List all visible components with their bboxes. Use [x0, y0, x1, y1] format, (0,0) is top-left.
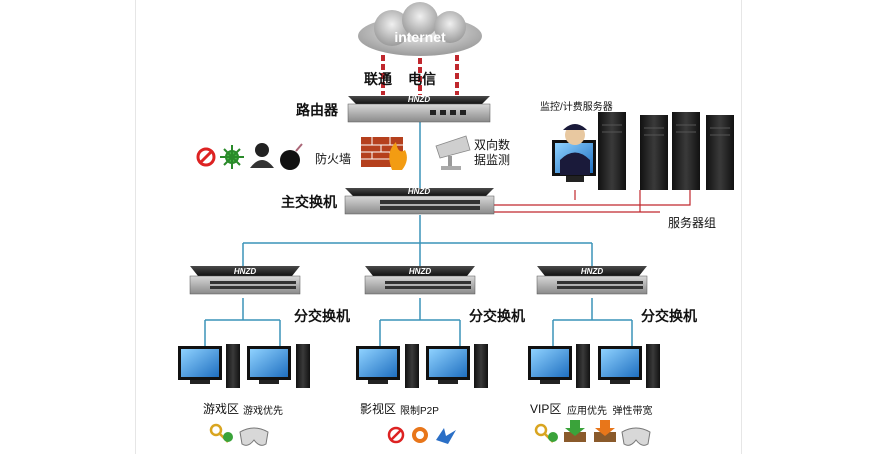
- forbidden-icon: [387, 426, 405, 444]
- wan-links: [381, 55, 459, 95]
- movie-zone-icons: [387, 426, 456, 444]
- isp-unicom-label: 联通: [364, 71, 392, 87]
- zone-2-policy: 限制P2P: [400, 406, 439, 417]
- branch-2-brand: HNZD: [409, 267, 431, 276]
- billing-label: 监控/计费服务器: [540, 102, 613, 113]
- download-orange-icon: [594, 420, 616, 442]
- internet-cloud: [358, 2, 482, 56]
- branch-1-switch-label: 分交换机: [294, 308, 350, 324]
- bird-app-icon: [436, 428, 456, 444]
- firewall-icon: [361, 137, 407, 170]
- zone-2-label: 影视区: [360, 402, 397, 416]
- core-switch-device: [344, 188, 495, 215]
- zone-1-policy: 游戏优先: [243, 406, 283, 417]
- router-brand: HNZD: [408, 95, 430, 104]
- router-device: [347, 96, 491, 123]
- server-links: [494, 190, 691, 213]
- left-frame-line: [135, 0, 136, 454]
- pc-group-3: [528, 344, 660, 388]
- right-frame-line: [741, 0, 742, 454]
- gamepad-icon: [621, 427, 651, 446]
- download-green-icon: [564, 420, 586, 442]
- branch-1-brand: HNZD: [234, 267, 256, 276]
- bomb-icon: [280, 143, 303, 170]
- monitor-label: 双向数 据监测: [474, 138, 510, 168]
- key-check-icon: [534, 423, 558, 443]
- core-switch-brand: HNZD: [408, 187, 430, 196]
- virus-icon: [220, 145, 244, 169]
- branch-3-switch-label: 分交换机: [641, 308, 697, 324]
- branch-3-brand: HNZD: [581, 267, 603, 276]
- core-switch-label: 主交换机: [281, 194, 337, 210]
- key-check-icon: [209, 423, 233, 443]
- zone-3-label: VIP区: [530, 402, 562, 416]
- monitor-label-line1: 双向数: [474, 138, 511, 152]
- game-zone-icons: [209, 423, 269, 446]
- server-towers: [598, 112, 734, 190]
- isp-telecom-label: 电信: [408, 71, 436, 87]
- branch-2-switch-label: 分交换机: [469, 308, 525, 324]
- firewall-label: 防火墙: [315, 152, 352, 166]
- zone-3-policy: 应用优先 弹性带宽: [567, 406, 653, 417]
- lan-links: [204, 122, 633, 350]
- branch-switch-1: [189, 266, 301, 295]
- hacker-icon: [250, 143, 274, 168]
- camera-icon: [435, 135, 471, 170]
- server-group-label: 服务器组: [668, 216, 717, 230]
- router-label: 路由器: [296, 102, 338, 118]
- pc-group-2: [356, 344, 488, 388]
- gamepad-icon: [239, 427, 269, 446]
- threat-icons: [196, 143, 303, 170]
- branch-switch-3: [536, 266, 648, 295]
- monitor-label-line2: 据监测: [474, 153, 511, 167]
- cloud-label: internet: [394, 29, 446, 45]
- zone-1-label: 游戏区: [203, 402, 240, 416]
- pc-group-1: [178, 344, 310, 388]
- billing-monitor: [552, 124, 596, 182]
- vip-zone-icons: [534, 420, 651, 446]
- branch-switch-2: [364, 266, 476, 295]
- p2p-app-icon: [412, 427, 428, 443]
